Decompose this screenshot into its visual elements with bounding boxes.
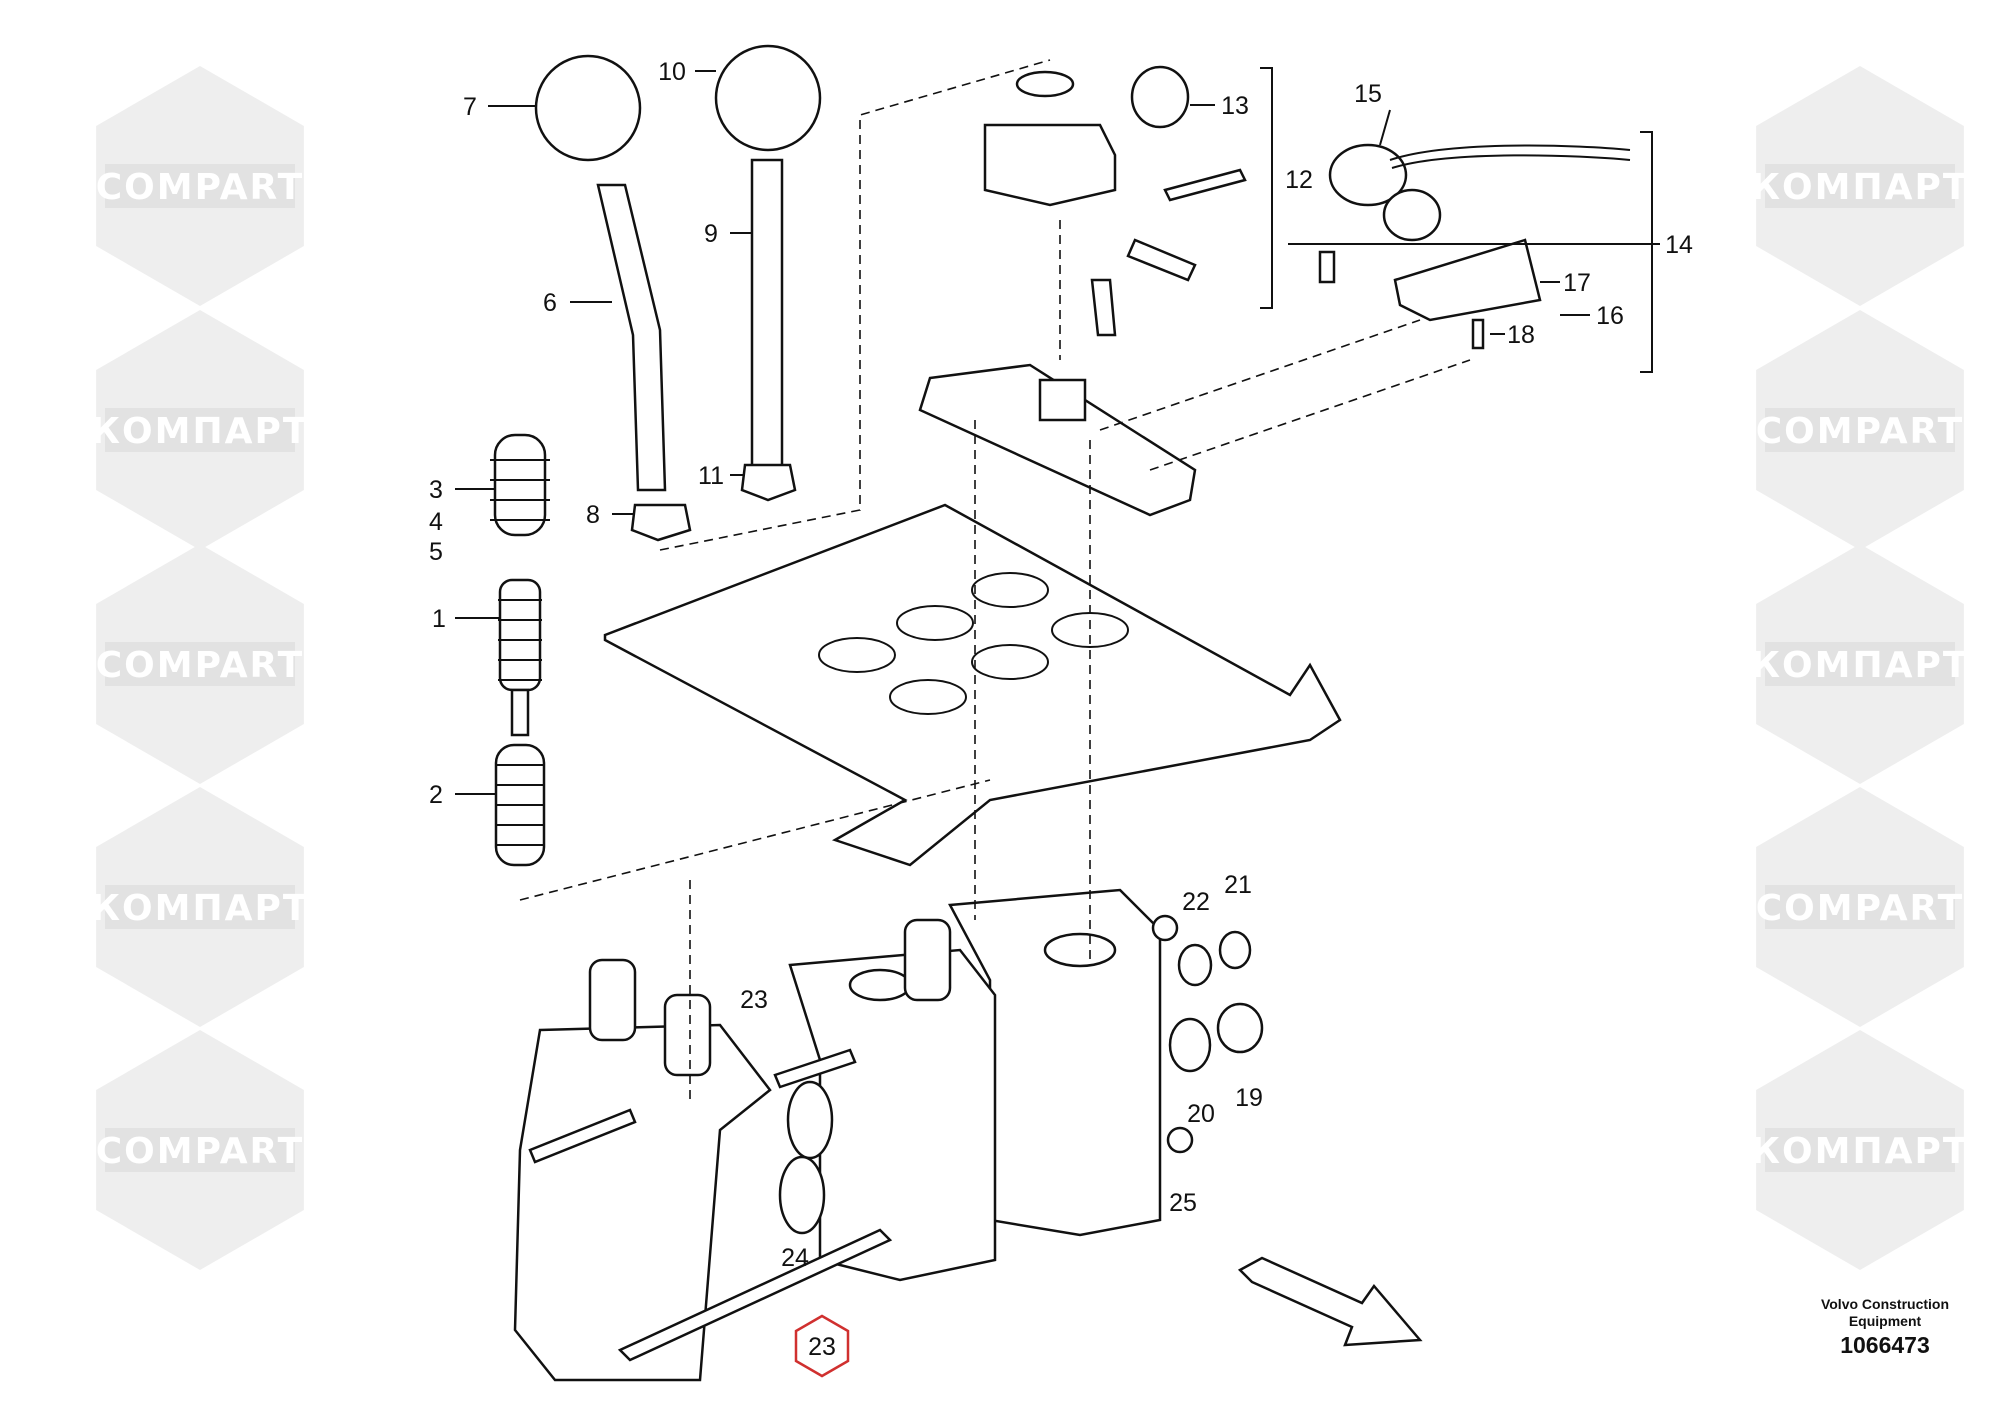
watermark-text: COMPART <box>96 645 304 686</box>
callout-12[interactable]: 12 <box>1285 166 1313 194</box>
switch-housing-12 <box>983 65 1247 337</box>
watermark-text: COMPART <box>1756 411 1964 452</box>
callout-22[interactable]: 22 <box>1182 888 1210 916</box>
watermark-text: COMPART <box>96 1131 304 1172</box>
knob-10 <box>714 44 822 152</box>
callout-24[interactable]: 24 <box>781 1244 809 1272</box>
watermark-band <box>105 164 295 208</box>
callout-10[interactable]: 10 <box>658 58 686 86</box>
watermark-text: КОМПАРТ <box>1751 1131 1970 1172</box>
callout-15[interactable]: 15 <box>1354 80 1382 108</box>
callout-17[interactable]: 17 <box>1563 269 1591 297</box>
guide-line <box>659 59 1051 551</box>
watermark-band <box>105 1128 295 1172</box>
lever-9 <box>750 158 784 472</box>
nut-8 <box>630 503 692 542</box>
credit-line2: Equipment <box>1848 1313 1922 1329</box>
callout-1[interactable]: 1 <box>432 605 446 633</box>
watermark-band <box>105 408 295 452</box>
plate-holes <box>818 572 1129 715</box>
callout-21[interactable]: 21 <box>1224 871 1252 899</box>
spring-2 <box>494 743 546 867</box>
guide-line <box>519 779 991 901</box>
watermark-band <box>1765 642 1955 686</box>
guide-line <box>689 220 1091 1100</box>
watermark-band <box>105 885 295 929</box>
bracket-12 <box>1260 67 1273 309</box>
credit-line1: Volvo Construction <box>1820 1296 1950 1312</box>
valve-block-assembly <box>513 888 1162 1382</box>
callout-8[interactable]: 8 <box>586 501 600 529</box>
knob-7 <box>534 54 642 162</box>
callout-25[interactable]: 25 <box>1169 1189 1197 1217</box>
watermark-text: КОМПАРТ <box>91 888 310 929</box>
callout-9[interactable]: 9 <box>704 220 718 248</box>
direction-arrow <box>1237 1256 1423 1347</box>
plunger-1 <box>498 578 542 737</box>
watermark-band <box>1765 408 1955 452</box>
watermark-text: КОМПАРТ <box>1751 167 1970 208</box>
callout-18[interactable]: 18 <box>1507 321 1535 349</box>
callout-19[interactable]: 19 <box>1235 1084 1263 1112</box>
lever-6 <box>596 183 667 492</box>
callout-11[interactable]: 11 <box>698 462 724 490</box>
watermark-band <box>1765 1128 1955 1172</box>
callout-4[interactable]: 4 <box>429 508 443 536</box>
guide-line <box>1099 319 1471 471</box>
callout-13[interactable]: 13 <box>1221 92 1249 120</box>
watermark-band <box>105 642 295 686</box>
callout-14[interactable]: 14 <box>1665 231 1693 259</box>
cover-boss <box>1038 378 1087 422</box>
callout-7[interactable]: 7 <box>463 93 477 121</box>
watermark-text: COMPART <box>96 167 304 208</box>
callout-2[interactable]: 2 <box>429 781 443 809</box>
drawing-number: 1066473 <box>1840 1332 1930 1358</box>
callout-3[interactable]: 3 <box>429 476 443 504</box>
bracket-14 <box>1640 131 1653 373</box>
credit-block: Volvo Construction Equipment 1066473 <box>1790 1296 1980 1359</box>
sensor-15 <box>1318 143 1631 350</box>
watermark-text: КОМПАРТ <box>91 411 310 452</box>
cover-plate <box>918 363 1197 517</box>
watermark-band <box>1765 164 1955 208</box>
mounting-plate <box>603 503 1342 867</box>
callout-20[interactable]: 20 <box>1187 1100 1215 1128</box>
callout-5[interactable]: 5 <box>429 538 443 566</box>
callout-16[interactable]: 16 <box>1596 302 1624 330</box>
watermark-text: КОМПАРТ <box>1751 645 1970 686</box>
callout-23b[interactable]: 23 <box>808 1333 836 1361</box>
callout-6[interactable]: 6 <box>543 289 557 317</box>
nut-11 <box>740 463 797 502</box>
fittings-19-22 <box>1151 914 1264 1154</box>
watermark-text: COMPART <box>1756 888 1964 929</box>
leader-lines <box>455 70 1660 795</box>
highlight-hexagon <box>794 1314 850 1378</box>
callout-23a[interactable]: 23 <box>740 986 768 1014</box>
spring-assembly-3-5 <box>490 433 550 537</box>
watermark-band <box>1765 885 1955 929</box>
